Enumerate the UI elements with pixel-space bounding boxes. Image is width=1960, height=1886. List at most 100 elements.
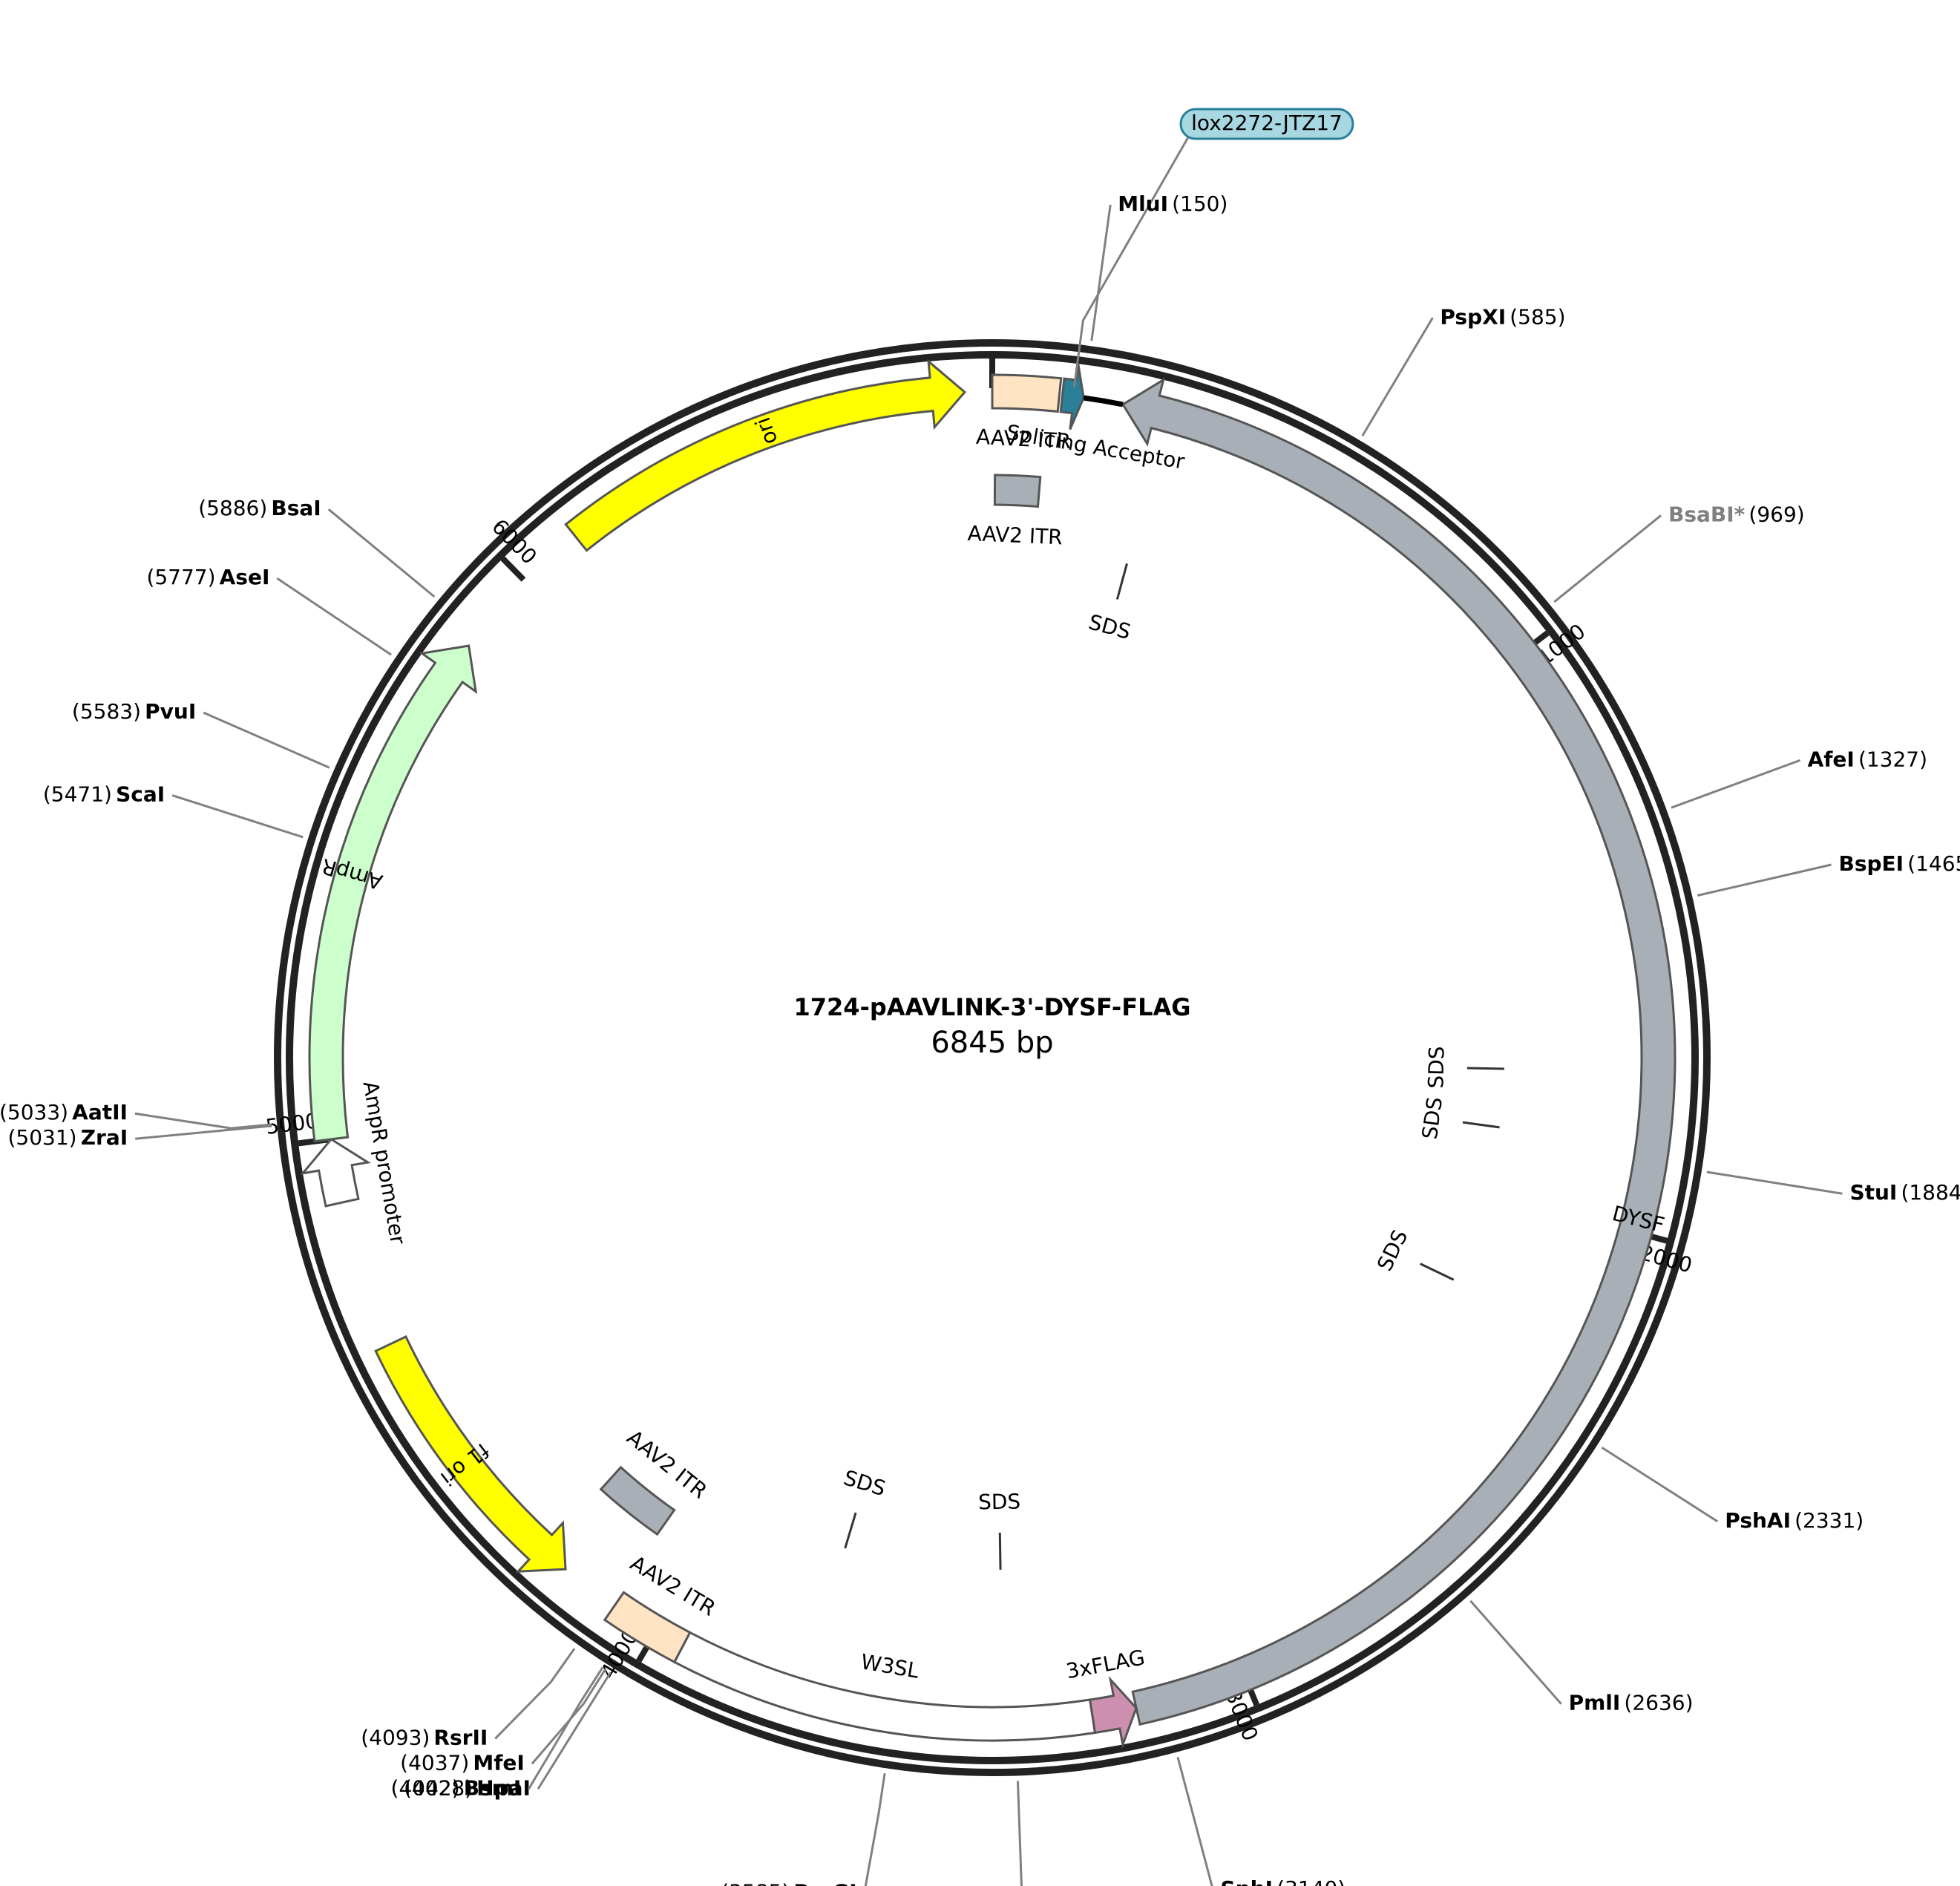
site-leader bbox=[1090, 204, 1112, 341]
sds-mark bbox=[844, 1512, 857, 1549]
feature-label-flag: 3xFLAG bbox=[1064, 1645, 1147, 1683]
feature-itr-5p-outer bbox=[991, 373, 1063, 413]
site-name: AfeI bbox=[1808, 747, 1855, 771]
site-name: PvuI bbox=[145, 699, 196, 724]
site-name: MluI bbox=[1118, 191, 1168, 216]
site-label: SphI (3140) bbox=[1220, 1876, 1346, 1886]
site-label: (3585) BsrGI bbox=[721, 1879, 856, 1886]
site-bspei: BspEI (1465) bbox=[1838, 851, 1960, 876]
site-position: (1465) bbox=[1907, 851, 1960, 876]
restriction-sites: MluI (150) PspXI (585) BsaBI* (969) AfeI (1… bbox=[0, 191, 1960, 1886]
site-position: (4028) bbox=[404, 1775, 473, 1800]
site-name: MfeI bbox=[473, 1750, 524, 1775]
site-bsmi: (4042) BsmI bbox=[391, 1775, 522, 1800]
site-name: PspXI bbox=[1440, 304, 1506, 329]
sds-label: SDS bbox=[1372, 1226, 1413, 1275]
site-pspxi: PspXI (585) bbox=[1440, 304, 1565, 329]
site-position: (4037) bbox=[400, 1750, 469, 1775]
feature-label-w3sl: W3SL bbox=[859, 1649, 921, 1683]
site-name: StuI bbox=[1849, 1180, 1897, 1205]
plasmid-size: 6845 bp bbox=[931, 1026, 1053, 1060]
site-label: AfeI (1327) bbox=[1808, 747, 1927, 771]
site-leader bbox=[531, 1669, 607, 1765]
sds-label: SDS bbox=[1423, 1046, 1449, 1089]
site-position: (5777) bbox=[146, 565, 215, 589]
site-label: BspEI (1465) bbox=[1838, 851, 1960, 876]
outer-ring bbox=[274, 339, 1711, 1776]
sds-mark bbox=[1420, 1263, 1455, 1281]
site-label: (5886) BsaI bbox=[198, 496, 321, 520]
lox-tag bbox=[1179, 108, 1354, 140]
site-position: (4093) bbox=[361, 1725, 430, 1749]
site-hpai: (4028) HpaI bbox=[404, 1775, 531, 1800]
site-position: (2636) bbox=[1624, 1691, 1693, 1715]
site-label: (5031) ZraI bbox=[8, 1125, 128, 1150]
site-leader bbox=[327, 508, 436, 598]
site-label: (4042) BsmI bbox=[391, 1775, 522, 1800]
feature-ampr bbox=[308, 644, 478, 1143]
site-leader bbox=[203, 711, 330, 769]
site-label: PmlI (2636) bbox=[1569, 1691, 1694, 1715]
site-leader bbox=[1697, 863, 1832, 897]
site-leader bbox=[171, 794, 304, 839]
feature-sa bbox=[1083, 395, 1124, 407]
site-name: ZraI bbox=[81, 1125, 128, 1150]
site-leader bbox=[1176, 1757, 1213, 1886]
site-label: (4093) RsrII bbox=[361, 1725, 488, 1749]
feature-lox bbox=[1059, 363, 1085, 430]
backbone-ring bbox=[274, 339, 1711, 1776]
site-position: (5033) bbox=[0, 1100, 68, 1124]
sds-label: SDS bbox=[1417, 1096, 1447, 1141]
site-leader bbox=[1671, 759, 1801, 809]
site-scai: (5471) ScaI bbox=[43, 782, 165, 807]
feature-flag bbox=[1088, 1676, 1138, 1749]
plasmid-center-label: 1724-pAAVLINK-3'-DYSF-FLAG 6845 bp bbox=[794, 993, 1191, 1060]
site-name: SphI bbox=[1220, 1876, 1273, 1886]
site-position: (1327) bbox=[1858, 747, 1927, 771]
site-name: HpaI bbox=[476, 1775, 531, 1800]
site-stui: StuI (1884) bbox=[1849, 1180, 1960, 1205]
site-position: (969) bbox=[1748, 502, 1804, 526]
site-position: (5031) bbox=[8, 1125, 77, 1150]
site-position: (585) bbox=[1510, 304, 1565, 329]
sds-mark bbox=[1462, 1121, 1500, 1129]
inner-ring bbox=[286, 351, 1699, 1764]
site-label: (5777) AseI bbox=[146, 565, 269, 589]
feature-itr-3p-outer bbox=[603, 1591, 692, 1664]
site-name: BsmI bbox=[464, 1775, 522, 1800]
lox-leader bbox=[1072, 137, 1190, 387]
site-leader bbox=[135, 1124, 272, 1140]
sds-label: SDS bbox=[978, 1489, 1021, 1514]
site-leader bbox=[864, 1772, 886, 1886]
site-aatii: (5033) AatII bbox=[0, 1100, 128, 1124]
site-label: MluI (150) bbox=[1118, 191, 1228, 216]
site-label: (5583) PvuI bbox=[72, 699, 196, 724]
lox-tag-label: lox2272-JTZ17 bbox=[1191, 111, 1343, 135]
feature-amprprom bbox=[300, 1137, 371, 1208]
feature-itr-3p-inner bbox=[599, 1465, 676, 1536]
sds-label: SDS bbox=[1086, 609, 1133, 644]
feature-dysf bbox=[1121, 377, 1677, 1726]
site-label: (5471) ScaI bbox=[43, 782, 165, 807]
site-name: AatII bbox=[72, 1100, 128, 1124]
site-name: PmlI bbox=[1569, 1691, 1621, 1715]
site-position: (5886) bbox=[198, 496, 267, 520]
site-label: BsaBI* (969) bbox=[1668, 502, 1805, 526]
site-leader bbox=[134, 1112, 272, 1130]
site-position: (1884) bbox=[1901, 1180, 1960, 1205]
site-leader bbox=[1553, 514, 1662, 603]
site-rsrii: (4093) RsrII bbox=[361, 1725, 488, 1749]
site-leader bbox=[276, 577, 392, 656]
tick-mark bbox=[500, 556, 526, 582]
site-name: BsaI bbox=[271, 496, 321, 520]
feature-label-itr-5p-outer: AAV2 ITR bbox=[975, 425, 1071, 454]
site-label: (4028) HpaI bbox=[404, 1775, 531, 1800]
site-label: PspXI (585) bbox=[1440, 304, 1565, 329]
site-pvui: (5583) PvuI bbox=[72, 699, 196, 724]
feature-ori bbox=[564, 358, 967, 552]
site-zrai: (5031) ZraI bbox=[8, 1125, 128, 1150]
site-name: ScaI bbox=[116, 782, 165, 807]
site-bsabi: BsaBI* (969) bbox=[1668, 502, 1805, 526]
site-leader bbox=[528, 1666, 604, 1790]
